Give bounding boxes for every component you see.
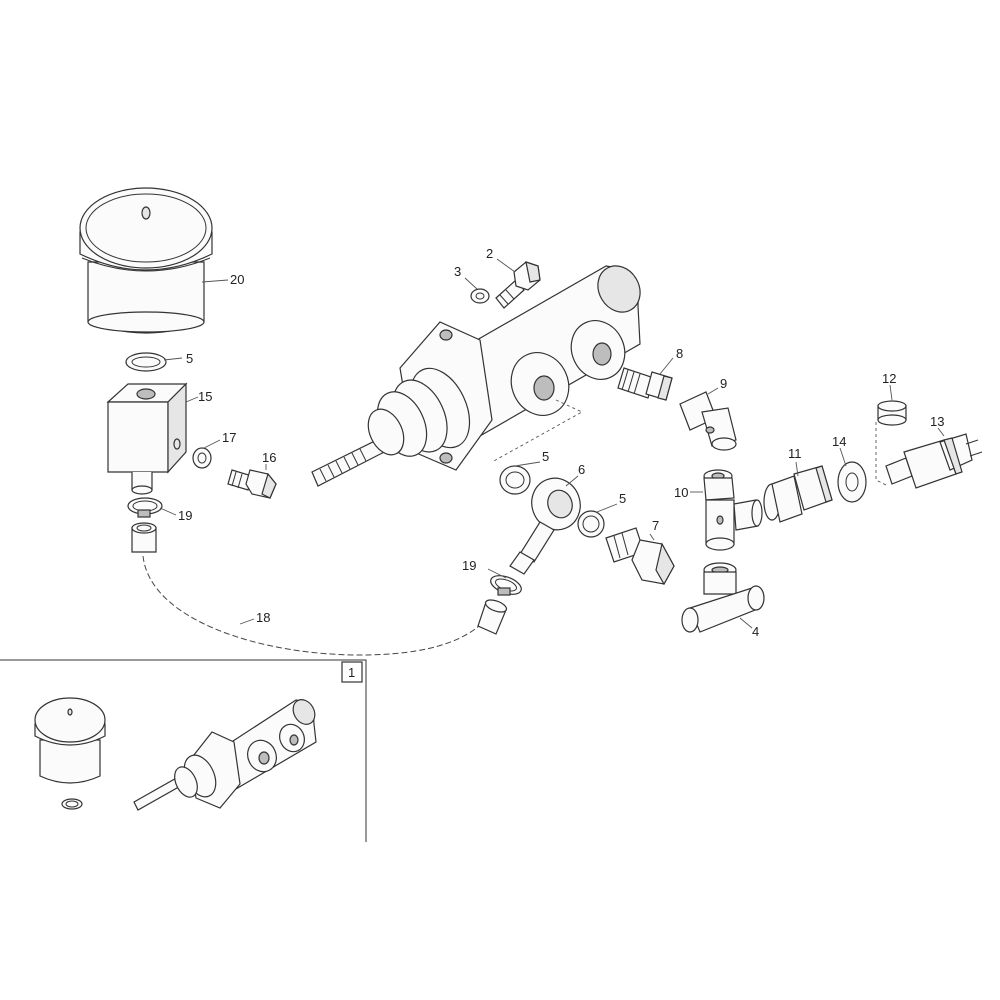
callout-19-upper: 19 — [178, 508, 192, 523]
callout-17: 17 — [222, 430, 236, 445]
callout-4: 4 — [752, 624, 759, 639]
callout-15: 15 — [198, 389, 212, 404]
callout-6: 6 — [578, 462, 585, 477]
washer-14 — [837, 461, 867, 503]
master-cylinder — [311, 265, 641, 487]
callout-labels: 20 5 15 17 16 19 18 3 2 5 6 5 7 19 8 9 1… — [178, 246, 944, 639]
callout-12: 12 — [882, 371, 896, 386]
leader-lines — [159, 258, 945, 629]
tee-fitting-4 — [681, 562, 765, 633]
hose-stub-lower — [477, 599, 508, 635]
callout-19-lower: 19 — [462, 558, 476, 573]
callout-5-banjo: 5 — [619, 491, 626, 506]
connector-11 — [763, 465, 833, 523]
callout-20: 20 — [230, 272, 244, 287]
bolt-16 — [227, 469, 277, 499]
callout-13: 13 — [930, 414, 944, 429]
washer-17 — [192, 447, 212, 469]
seal-ring-port — [499, 465, 531, 495]
banjo-bolt-7 — [605, 527, 675, 586]
cap-12 — [877, 400, 907, 426]
callout-11: 11 — [788, 446, 802, 461]
adapter-block — [106, 382, 188, 495]
callout-7: 7 — [652, 518, 659, 533]
inset-seal-ring — [61, 798, 83, 810]
elbow-fitting-9 — [679, 391, 737, 451]
callout-16: 16 — [262, 450, 276, 465]
pressure-switch-13 — [885, 433, 983, 489]
hose-clamp-lower — [490, 575, 522, 596]
tee-fitting-10 — [703, 469, 763, 551]
bolt-2 — [495, 261, 541, 309]
hose-line — [142, 555, 491, 656]
inset-frame: 1 — [0, 659, 367, 842]
hose-clamp-upper — [127, 497, 163, 518]
seal-ring-banjo — [577, 510, 605, 538]
callout-9: 9 — [720, 376, 727, 391]
alignment-line-port — [491, 399, 583, 463]
callout-18: 18 — [256, 610, 270, 625]
callout-14: 14 — [832, 434, 846, 449]
callout-8: 8 — [676, 346, 683, 361]
hose-stub-upper — [131, 522, 157, 553]
callout-2: 2 — [486, 246, 493, 261]
callout-3: 3 — [454, 264, 461, 279]
inset-reservoir — [34, 697, 106, 784]
inset-master-cylinder — [133, 699, 317, 811]
washer-3 — [470, 288, 490, 304]
callout-5-port: 5 — [542, 449, 549, 464]
callout-5-reservoir: 5 — [186, 351, 193, 366]
banjo-fitting-6 — [509, 477, 581, 575]
reservoir-tank — [79, 187, 213, 334]
callout-10: 10 — [674, 485, 688, 500]
inset-callout-1: 1 — [348, 665, 355, 680]
alignment-line-12-13 — [875, 422, 889, 487]
fitting-8 — [617, 367, 673, 401]
seal-ring-reservoir — [125, 352, 167, 372]
